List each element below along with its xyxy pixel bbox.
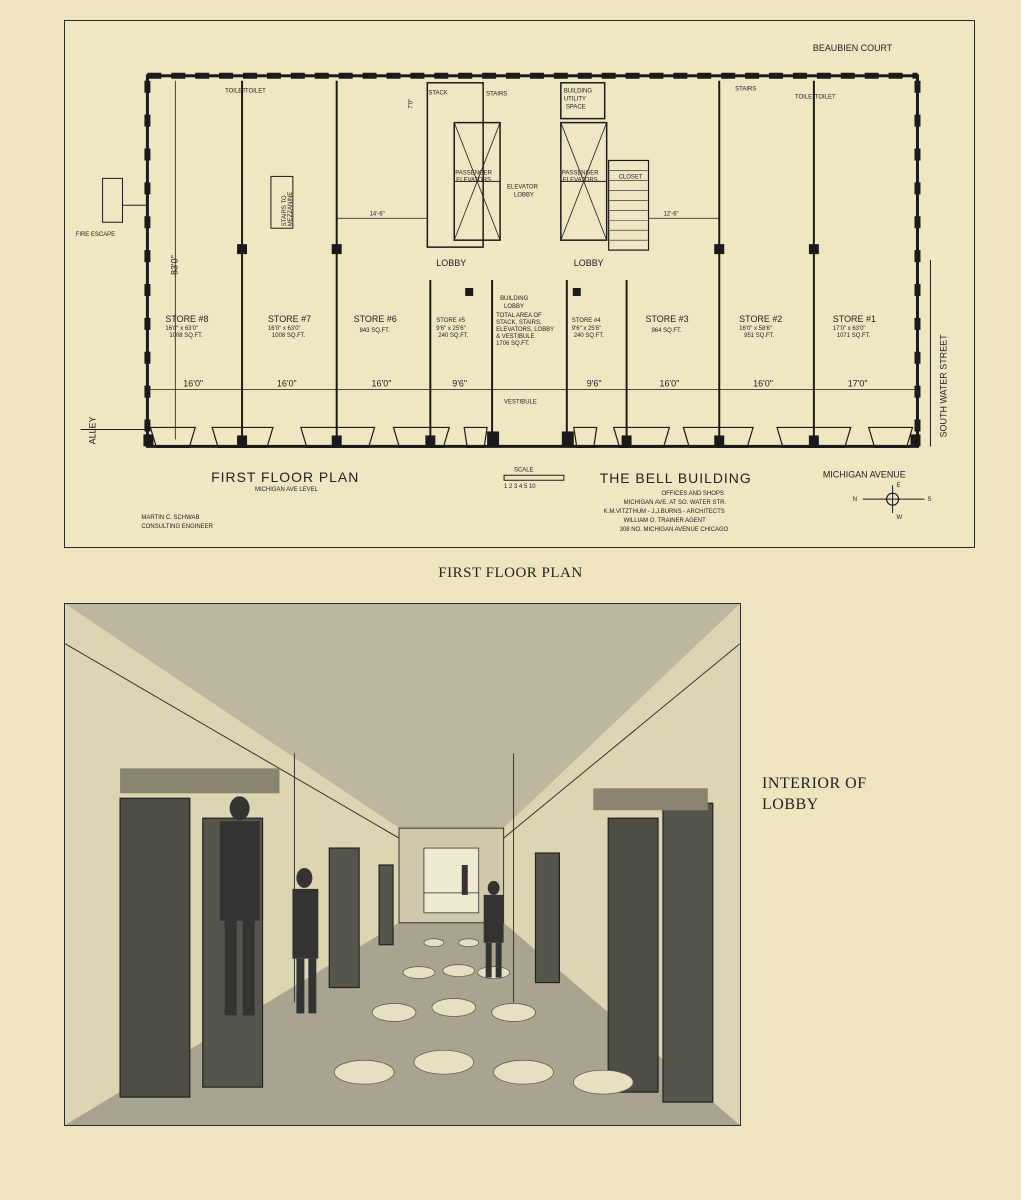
width-store-7: 16'0" xyxy=(277,379,297,389)
elev-left-1: PASSENGER xyxy=(455,170,492,176)
compass-e: E xyxy=(897,483,901,489)
store-3-area: 964 SQ.FT. xyxy=(651,328,682,334)
compass-s: S xyxy=(927,497,931,503)
store-2-dims: 16'0" x 58'6" xyxy=(739,326,772,332)
caption-interior-of-lobby: INTERIOR OF LOBBY xyxy=(762,773,867,815)
lobby-left-label: LOBBY xyxy=(436,258,466,268)
engineer-name: MARTIN C. SCHWAB xyxy=(141,515,199,521)
lobby-illustration xyxy=(64,603,741,1126)
store-6-name: STORE #6 xyxy=(354,314,397,324)
store-5-area: 240 SQ.FT. xyxy=(438,333,469,339)
store-2-area: 951 SQ.FT. xyxy=(744,333,775,339)
lobby-note-3: ELEVATORS, LOBBY xyxy=(496,327,554,333)
store-4-name: STORE #4 xyxy=(572,318,601,324)
store-1-dims: 17'0" x 63'0" xyxy=(833,326,866,332)
stairs-label: STAIRS xyxy=(486,92,507,98)
plan-columns xyxy=(143,244,921,447)
elev-left-2: ELEVATORS xyxy=(456,177,491,183)
store-6-area: 843 SQ.FT. xyxy=(360,328,391,334)
building-lobby-title-2: LOBBY xyxy=(504,304,524,310)
lobby-note-1: TOTAL AREA OF xyxy=(496,313,542,319)
lobby-illustration-svg xyxy=(65,604,740,1125)
width-store-8: 16'0" xyxy=(183,379,203,389)
scale-numbers: 1 2 3 4 5 10 xyxy=(504,484,536,490)
toilet-left: TOILET xyxy=(225,89,246,95)
width-store-6: 16'0" xyxy=(372,379,392,389)
info-line-1: OFFICES AND SHOPS xyxy=(661,491,723,497)
width-store-2: 16'0" xyxy=(753,379,773,389)
caption-lobby-line-1: INTERIOR OF xyxy=(762,775,867,792)
width-store-1: 17'0" xyxy=(848,379,868,389)
store-8-name: STORE #8 xyxy=(165,314,208,324)
elevator-lobby-1: ELEVATOR xyxy=(507,184,539,190)
utility-line-2: UTILITY xyxy=(564,97,586,103)
plan-title: FIRST FLOOR PLAN xyxy=(211,469,359,485)
lobby-right-label: LOBBY xyxy=(574,258,604,268)
street-beaubien-court: BEAUBIEN COURT xyxy=(813,43,893,53)
compass-n: N xyxy=(853,497,857,503)
store-2-name: STORE #2 xyxy=(739,314,782,324)
floor-plan-drawing: BEAUBIEN COURT SOUTH WATER STREET MICHIG… xyxy=(64,20,975,548)
depth-dimension: 83'0" xyxy=(169,255,179,275)
closet-label: CLOSET xyxy=(619,174,643,180)
floor-plan-svg: BEAUBIEN COURT SOUTH WATER STREET MICHIG… xyxy=(76,43,949,533)
engineer-role: CONSULTING ENGINEER xyxy=(141,524,213,530)
info-line-4: WILLIAM O. TRAINER AGENT xyxy=(624,518,706,524)
elev-right-2: ELEVATORS xyxy=(563,177,598,183)
street-south-water: SOUTH WATER STREET xyxy=(938,334,948,437)
vestibule-label: VESTIBULE xyxy=(504,400,537,406)
lobby-note-4: & VESTIBULE xyxy=(496,334,534,340)
caption-first-floor-plan: FIRST FLOOR PLAN xyxy=(438,565,583,581)
compass-w: W xyxy=(897,515,903,521)
width-store-3: 16'0" xyxy=(659,379,679,389)
store-5-dims: 9'6" x 25'6" xyxy=(436,326,465,332)
building-lobby-title-1: BUILDING xyxy=(500,296,529,302)
lobby-figures xyxy=(219,796,504,1016)
stairs-right-label: STAIRS xyxy=(735,87,756,93)
street-michigan-avenue: MICHIGAN AVENUE xyxy=(823,469,906,479)
store-8-dims: 16'0" x 63'0" xyxy=(165,326,198,332)
elevator-lobby-2: LOBBY xyxy=(514,192,534,198)
dim-12-6: 12'-6" xyxy=(663,211,678,217)
dim-7-0: 7'0" xyxy=(408,99,414,109)
caption-lobby-line-2: LOBBY xyxy=(762,796,819,813)
width-store-4: 9'6" xyxy=(587,379,602,389)
lobby-note-2: STACK, STAIRS, xyxy=(496,320,542,326)
store-4-dims: 9'6" x 25'6" xyxy=(572,326,601,332)
utility-line-3: SPACE xyxy=(566,105,586,111)
toilet-right-2: TOILET xyxy=(815,95,836,101)
store-3-name: STORE #3 xyxy=(646,314,689,324)
store-5-name: STORE #5 xyxy=(436,318,465,324)
width-store-5: 9'6" xyxy=(452,379,467,389)
store-8-area: 1008 SQ.FT. xyxy=(169,333,203,339)
street-alley: ALLEY xyxy=(88,416,98,444)
toilet-right: TOILET xyxy=(795,95,816,101)
info-line-3: K.M.VITZTHUM - J.J.BURNS - ARCHITECTS xyxy=(604,509,725,515)
store-4-area: 240 SQ.FT. xyxy=(574,333,605,339)
stair-box-2: MEZZANINE xyxy=(288,192,294,227)
utility-line-1: BUILDING xyxy=(564,89,593,95)
dim-14-6: 14'-6" xyxy=(370,211,385,217)
lobby-note-5: 1706 SQ.FT. xyxy=(496,341,530,347)
store-1-name: STORE #1 xyxy=(833,314,876,324)
elev-right-1: PASSENGER xyxy=(562,170,599,176)
store-7-area: 1008 SQ.FT. xyxy=(272,333,306,339)
store-7-dims: 16'0" x 63'0" xyxy=(268,326,301,332)
store-7-name: STORE #7 xyxy=(268,314,311,324)
building-name: THE BELL BUILDING xyxy=(600,470,752,486)
stack-label: STACK xyxy=(428,91,447,97)
stair-box-1: STAIRS TO xyxy=(282,195,288,226)
plan-subtitle: MICHIGAN AVE LEVEL xyxy=(255,487,319,493)
info-line-5: 308 NO. MICHIGAN AVENUE CHICAGO xyxy=(620,527,729,533)
toilet-left-2: TOILET xyxy=(245,89,266,95)
scale-label: SCALE xyxy=(514,467,534,473)
fire-escape-label: FIRE ESCAPE xyxy=(76,232,115,238)
info-line-2: MICHIGAN AVE. AT SO. WATER STR. xyxy=(624,500,727,506)
store-1-area: 1071 SQ.FT. xyxy=(837,333,871,339)
